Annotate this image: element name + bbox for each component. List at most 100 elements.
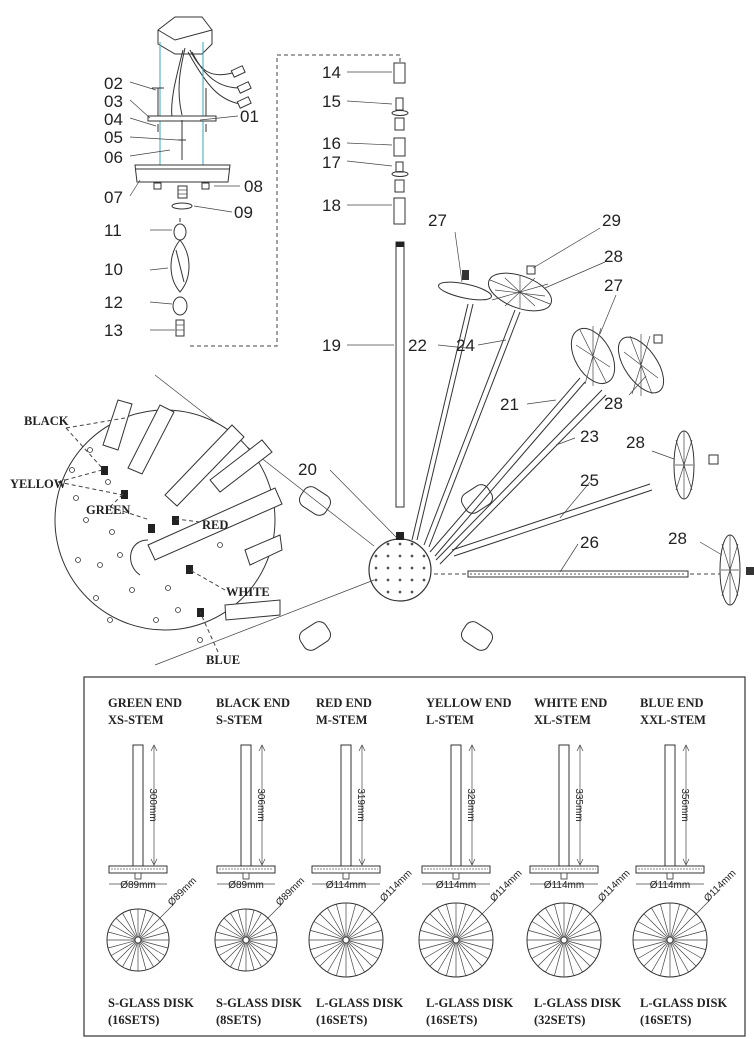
wire-label-blue: BLUE: [206, 653, 240, 667]
callout-03: 03: [104, 92, 123, 111]
base-diameter-label: Ø114mm: [436, 880, 476, 891]
set-count-label: (16SETS): [316, 1013, 367, 1027]
end-color-label: WHITE END: [534, 696, 607, 710]
base-diameter-label: Ø89mm: [228, 880, 264, 891]
callout-22: 22: [408, 336, 427, 355]
lamp-arm: [298, 587, 382, 651]
hub-assembly: 20: [298, 460, 494, 651]
base-diameter-label: Ø114mm: [544, 880, 584, 891]
stem-size-label: S-STEM: [216, 713, 263, 727]
disk-type-label: S-GLASS DISK: [216, 996, 302, 1010]
stem-drawing: [450, 744, 462, 868]
callout-23: 23: [580, 427, 599, 446]
callout-07: 07: [104, 188, 123, 207]
callout-14: 14: [322, 63, 341, 82]
callout-28: 28: [604, 394, 623, 413]
lamp-arm: [298, 486, 382, 551]
stem-length-label: 319mm: [355, 788, 366, 821]
callout-25: 25: [580, 471, 599, 490]
end-color-label: BLUE END: [640, 696, 704, 710]
disk-type-label: L-GLASS DISK: [534, 996, 621, 1010]
disk-diameter-label: Ø89mm: [166, 875, 199, 908]
callout-10: 10: [104, 260, 123, 279]
glass-disk: [617, 334, 665, 396]
wire-label-black: BLACK: [24, 414, 69, 428]
callout-26: 26: [580, 533, 599, 552]
set-count-label: (32SETS): [534, 1013, 585, 1027]
disk-diameter-label: Ø89mm: [274, 875, 307, 908]
callout-20: 20: [298, 460, 317, 479]
end-color-label: YELLOW END: [426, 696, 512, 710]
disk-type-label: L-GLASS DISK: [316, 996, 403, 1010]
callout-04: 04: [104, 110, 123, 129]
stem-size-label: XS-STEM: [108, 713, 164, 727]
callout-28: 28: [668, 529, 687, 548]
callout-18: 18: [322, 196, 341, 215]
downrod-assembly: 14 15 16 17 18 19: [322, 62, 409, 508]
lamp-arm: [418, 587, 494, 651]
disk-diameter-label: Ø114mm: [488, 868, 524, 904]
wire-label-red: RED: [202, 518, 228, 532]
stem-length-label: 356mm: [679, 788, 690, 821]
glass-disk: [570, 326, 616, 386]
stem-drawing: [664, 744, 676, 868]
glass-disk: [673, 430, 719, 500]
set-count-label: (16SETS): [640, 1013, 691, 1027]
callout-12: 12: [104, 293, 123, 312]
stems-and-disks: 27 29 28 27 28 28 28 22 24 21 23 25 26: [408, 211, 754, 606]
wire-connector-icon: [230, 65, 252, 109]
set-count-label: (16SETS): [108, 1013, 159, 1027]
callout-17: 17: [322, 153, 341, 172]
glass-disk: [488, 265, 552, 312]
stem-length-label: 328mm: [465, 788, 476, 821]
end-color-label: BLACK END: [216, 696, 290, 710]
stem-length-label: 306mm: [255, 788, 266, 821]
stem-drawing: [558, 744, 570, 868]
callout-27: 27: [604, 276, 623, 295]
end-color-label: RED END: [316, 696, 372, 710]
disk-diameter-label: Ø114mm: [702, 868, 738, 904]
continuation-guide: [190, 54, 401, 347]
stem-drawing: [240, 744, 252, 868]
disk-type-label: L-GLASS DISK: [640, 996, 727, 1010]
end-color-label: GREEN END: [108, 696, 182, 710]
stem-length-label: 300mm: [147, 788, 158, 821]
hub-sphere: [368, 538, 432, 602]
callout-05: 05: [104, 128, 123, 147]
glass-disk: [719, 534, 754, 606]
callout-15: 15: [322, 92, 341, 111]
callout-01: 01: [240, 107, 259, 126]
base-diameter-label: Ø89mm: [120, 880, 156, 891]
callout-19: 19: [322, 336, 341, 355]
stem-size-label: XL-STEM: [534, 713, 591, 727]
callout-28: 28: [626, 433, 645, 452]
wire-label-yellow: YELLOW: [10, 477, 67, 491]
callout-28: 28: [604, 247, 623, 266]
wiring-detail: BLACK YELLOW GREEN RED WHITE BLUE: [10, 374, 375, 667]
glass-disk: [438, 270, 492, 301]
stem-drawing: [340, 744, 352, 868]
stem-tube: [102, 399, 283, 621]
stem-size-label: XXL-STEM: [640, 713, 706, 727]
callout-02: 02: [104, 74, 123, 93]
set-count-label: (8SETS): [216, 1013, 261, 1027]
wire-label-white: WHITE: [226, 585, 270, 599]
stem-size-label: M-STEM: [316, 713, 368, 727]
stem-size-label: L-STEM: [426, 713, 474, 727]
callout-27: 27: [428, 211, 447, 230]
callout-13: 13: [104, 321, 123, 340]
callout-06: 06: [104, 148, 123, 167]
wire-label-green: GREEN: [86, 503, 130, 517]
base-diameter-label: Ø114mm: [650, 880, 690, 891]
callout-08: 08: [244, 177, 263, 196]
callout-21: 21: [500, 395, 519, 414]
base-diameter-label: Ø114mm: [326, 880, 366, 891]
callout-09: 09: [234, 203, 253, 222]
canopy-assembly: 02 03 04 05 06 07 01 08 09 11 10 12 13: [104, 16, 263, 340]
